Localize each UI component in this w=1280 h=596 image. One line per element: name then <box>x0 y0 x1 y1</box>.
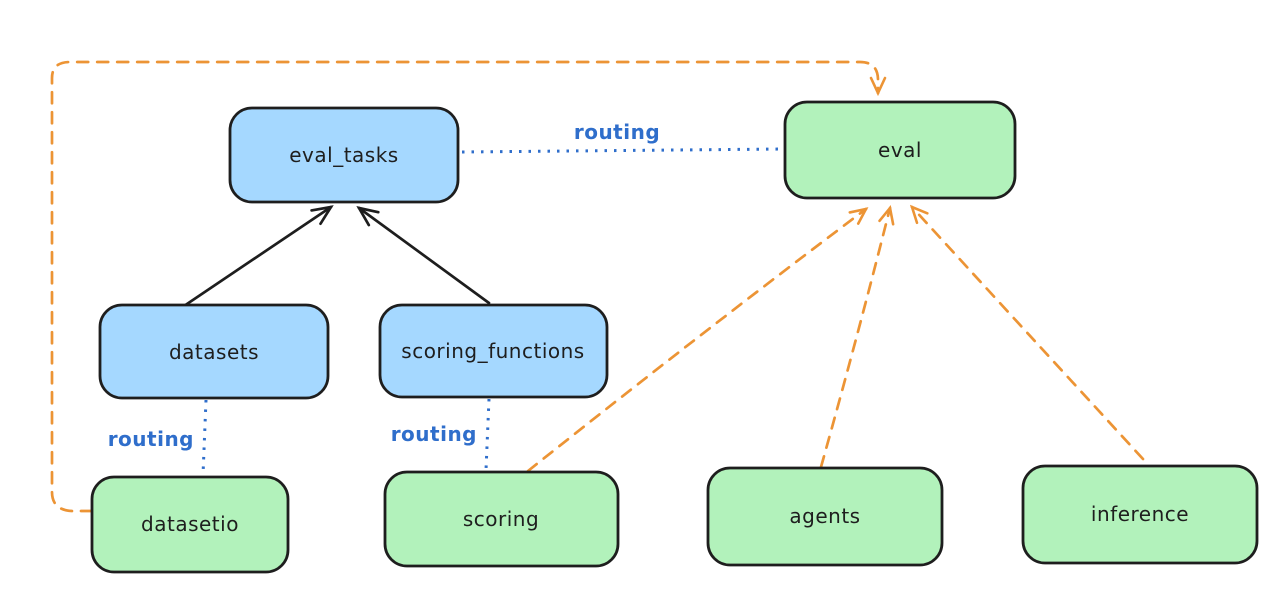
node-datasets-box[interactable] <box>98 303 330 400</box>
edge-datasets-to-datasetio-routing <box>201 399 208 476</box>
node-inference-label: inference <box>1091 502 1189 526</box>
routing-label-top: routing <box>574 120 660 144</box>
node-datasets[interactable]: datasets <box>98 303 330 400</box>
edge-datasets-to-eval_tasks <box>182 205 334 308</box>
node-agents-box[interactable] <box>706 466 944 567</box>
node-inference-box[interactable] <box>1021 464 1259 565</box>
edge-labels-layer: routing routing routing <box>108 120 660 451</box>
node-scoring-box[interactable] <box>383 470 620 568</box>
node-scoring_functions-box[interactable] <box>378 303 609 399</box>
node-agents[interactable]: agents <box>706 466 944 567</box>
nodes-layer: eval_tasks eval datasets scoring_functio… <box>90 100 1259 574</box>
node-eval[interactable]: eval <box>783 100 1017 200</box>
edge-scoring_functions-to-eval_tasks <box>356 206 491 305</box>
node-scoring_functions[interactable]: scoring_functions <box>378 303 609 399</box>
routing-label-left: routing <box>108 427 194 451</box>
node-eval_tasks[interactable]: eval_tasks <box>228 106 460 204</box>
edges-layer <box>50 60 1145 513</box>
node-inference[interactable]: inference <box>1021 464 1259 565</box>
node-scoring-label: scoring <box>463 507 539 531</box>
node-eval_tasks-label: eval_tasks <box>289 143 398 167</box>
edge-inference-to-eval <box>909 204 1145 461</box>
node-agents-label: agents <box>789 504 860 528</box>
node-datasetio[interactable]: datasetio <box>90 475 290 574</box>
node-scoring_functions-label: scoring_functions <box>401 339 584 363</box>
node-datasets-label: datasets <box>169 340 259 364</box>
node-scoring[interactable]: scoring <box>383 470 620 568</box>
node-eval_tasks-box[interactable] <box>228 106 460 204</box>
edge-agents-to-eval <box>819 205 895 469</box>
node-datasetio-label: datasetio <box>141 512 239 536</box>
node-eval-label: eval <box>878 138 922 162</box>
edge-scoring-to-eval <box>526 207 869 473</box>
node-datasetio-box[interactable] <box>90 475 290 574</box>
routing-label-middle: routing <box>391 422 477 446</box>
edge-scoring_functions-to-scoring-routing <box>484 398 491 471</box>
node-eval-box[interactable] <box>783 100 1017 200</box>
edge-eval_tasks-to-eval-routing <box>461 147 784 154</box>
